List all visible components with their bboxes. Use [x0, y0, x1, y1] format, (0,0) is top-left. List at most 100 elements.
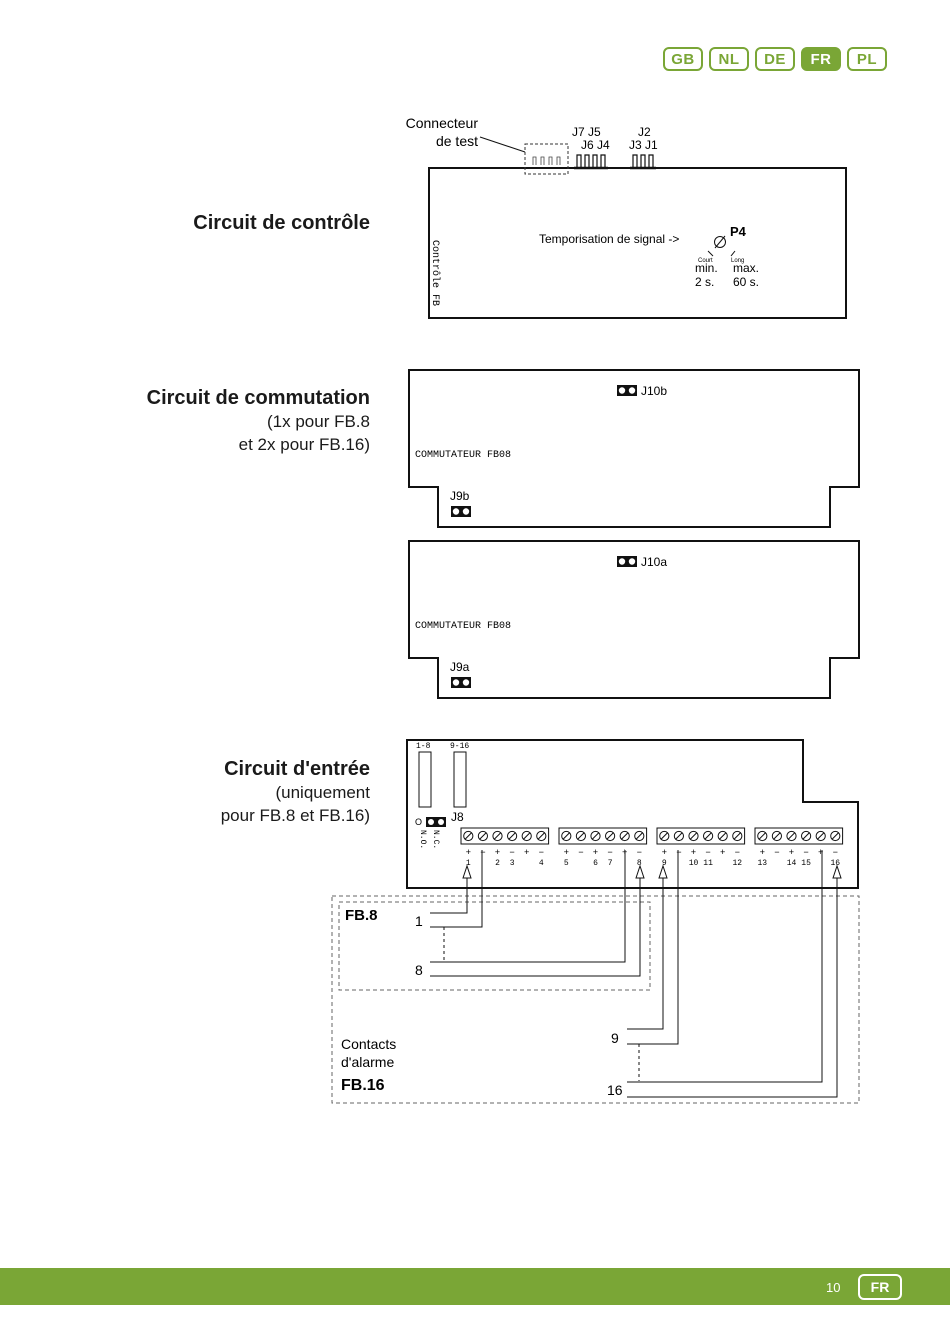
- terminal-polarity: +: [818, 848, 823, 858]
- language-selector: GB NL DE FR PL: [663, 47, 887, 71]
- contacts-label-2: d'alarme: [341, 1054, 394, 1070]
- long-label: Long: [731, 258, 744, 264]
- min-label: min.: [695, 261, 718, 275]
- terminal-polarity: −: [578, 848, 583, 858]
- terminal-polarity: −: [607, 848, 612, 858]
- terminal-polarity: +: [564, 848, 569, 858]
- j2-label: J2: [638, 125, 651, 139]
- nc-label: N.C.: [431, 830, 440, 849]
- fb8-group-box: [338, 901, 651, 991]
- terminal-polarity: −: [833, 848, 838, 858]
- terminal-screw-slot: [479, 832, 487, 840]
- fb16-label: FB.16: [341, 1077, 385, 1094]
- terminal-number: 10: [689, 859, 699, 868]
- terminal-polarity: +: [662, 848, 667, 858]
- lang-pl-button[interactable]: PL: [847, 47, 887, 71]
- terminal-screw-slot: [621, 832, 629, 840]
- terminal-screw-slot: [464, 832, 472, 840]
- switching-circuit-sub1: (1x pour FB.8: [267, 412, 370, 431]
- terminal-screw-slot: [733, 832, 741, 840]
- j6-j4-label: J6 J4: [581, 138, 610, 152]
- input-circuit-title: Circuit d'entrée: [224, 758, 370, 780]
- terminal-number: 7: [608, 859, 613, 868]
- terminal-polarity: −: [803, 848, 808, 858]
- terminal-screw-slot: [704, 832, 712, 840]
- terminal-polarity: +: [524, 848, 529, 858]
- jumper-pins-j1-j3: [630, 154, 656, 170]
- slot-9-16: [453, 751, 467, 808]
- terminal-polarity: +: [760, 848, 765, 858]
- j10a-label: J10a: [641, 555, 667, 569]
- terminal-polarity: −: [735, 848, 740, 858]
- terminal-number: 16: [830, 859, 840, 868]
- terminal-screw-slot: [562, 832, 570, 840]
- terminal-screw-slot: [508, 832, 516, 840]
- terminal-screw-slot: [758, 832, 766, 840]
- terminal-number: 15: [801, 859, 811, 868]
- max-value: 60 s.: [733, 275, 759, 289]
- terminal-block: [754, 827, 844, 845]
- switch-board-a-label: COMMUTATEUR FB08: [415, 621, 511, 632]
- terminal-number: 6: [593, 859, 598, 868]
- terminal-number: 9: [662, 859, 667, 868]
- terminal-polarity: −: [705, 848, 710, 858]
- test-connector-label-2: de test: [436, 133, 478, 149]
- terminal-screw-slot: [660, 832, 668, 840]
- terminal-screw-slot: [773, 832, 781, 840]
- j3-j1-label: J3 J1: [629, 138, 658, 152]
- terminal-screw-slot: [831, 832, 839, 840]
- terminal-number: 1: [466, 859, 471, 868]
- terminal-polarity: +: [789, 848, 794, 858]
- terminal-number: 4: [539, 859, 544, 868]
- max-label: max.: [733, 261, 759, 275]
- contact-1-label: 1: [415, 913, 423, 929]
- terminal-screw-slot: [788, 832, 795, 840]
- terminal-number: 2: [495, 859, 500, 868]
- potentiometer-icon: [707, 235, 736, 257]
- court-label: Court: [698, 258, 713, 264]
- j7-j5-label: J7 J5: [572, 125, 601, 139]
- terminal-block: [656, 827, 746, 845]
- switch-board-b: J10b COMMUTATEUR FB08 J9b: [408, 369, 860, 528]
- terminal-polarity: −: [539, 848, 544, 858]
- terminal-number: 11: [703, 859, 713, 868]
- lang-fr-button[interactable]: FR: [801, 47, 841, 71]
- terminal-block: [460, 827, 550, 845]
- input-board: 1-8 9-16 O J8 N.C. N.O. +−+−+−+−+−+−+−+−…: [406, 739, 859, 889]
- slot-9-16-label: 9-16: [450, 742, 469, 751]
- lang-de-button[interactable]: DE: [755, 47, 795, 71]
- footer-lang-badge: FR: [858, 1274, 902, 1300]
- lang-gb-button[interactable]: GB: [663, 47, 703, 71]
- j8-label: J8: [451, 810, 464, 824]
- j9b-label: J9b: [450, 489, 470, 503]
- terminal-polarity: −: [509, 848, 514, 858]
- terminal-polarity: −: [480, 848, 485, 858]
- terminal-screw-slot: [577, 832, 585, 840]
- j8-o-mark: O: [415, 817, 422, 827]
- timer-label: Temporisation de signal ->: [539, 232, 679, 246]
- terminal-screw-slot: [606, 832, 614, 840]
- jumper-pins-j4-j7: [574, 154, 608, 170]
- terminal-screw-slot: [690, 832, 697, 840]
- lang-nl-button[interactable]: NL: [709, 47, 749, 71]
- switching-circuit-sub2: et 2x pour FB.16): [238, 435, 370, 454]
- terminal-polarity: +: [720, 848, 725, 858]
- control-board: Connecteur de test J7 J5 J6 J4 J2 J3 J1 …: [406, 115, 847, 319]
- wires: [430, 850, 838, 1098]
- no-label: N.O.: [418, 830, 427, 849]
- terminal-polarity: +: [593, 848, 598, 858]
- terminal-number: 12: [732, 859, 742, 868]
- input-circuit-sub2: pour FB.8 et FB.16): [220, 806, 370, 825]
- terminal-screw-slot: [537, 832, 545, 840]
- terminal-screw-slot: [817, 832, 825, 840]
- fb8-label: FB.8: [345, 907, 378, 924]
- terminal-screw-slot: [802, 832, 810, 840]
- test-connector-label-1: Connecteur: [406, 115, 479, 131]
- terminal-polarity: −: [637, 848, 642, 858]
- contact-8-label: 8: [415, 962, 423, 978]
- contact-9-label: 9: [611, 1030, 619, 1046]
- terminal-number: 5: [564, 859, 569, 868]
- fb16-group-box: [331, 895, 860, 1104]
- control-board-label: Contrôle FB: [429, 240, 441, 306]
